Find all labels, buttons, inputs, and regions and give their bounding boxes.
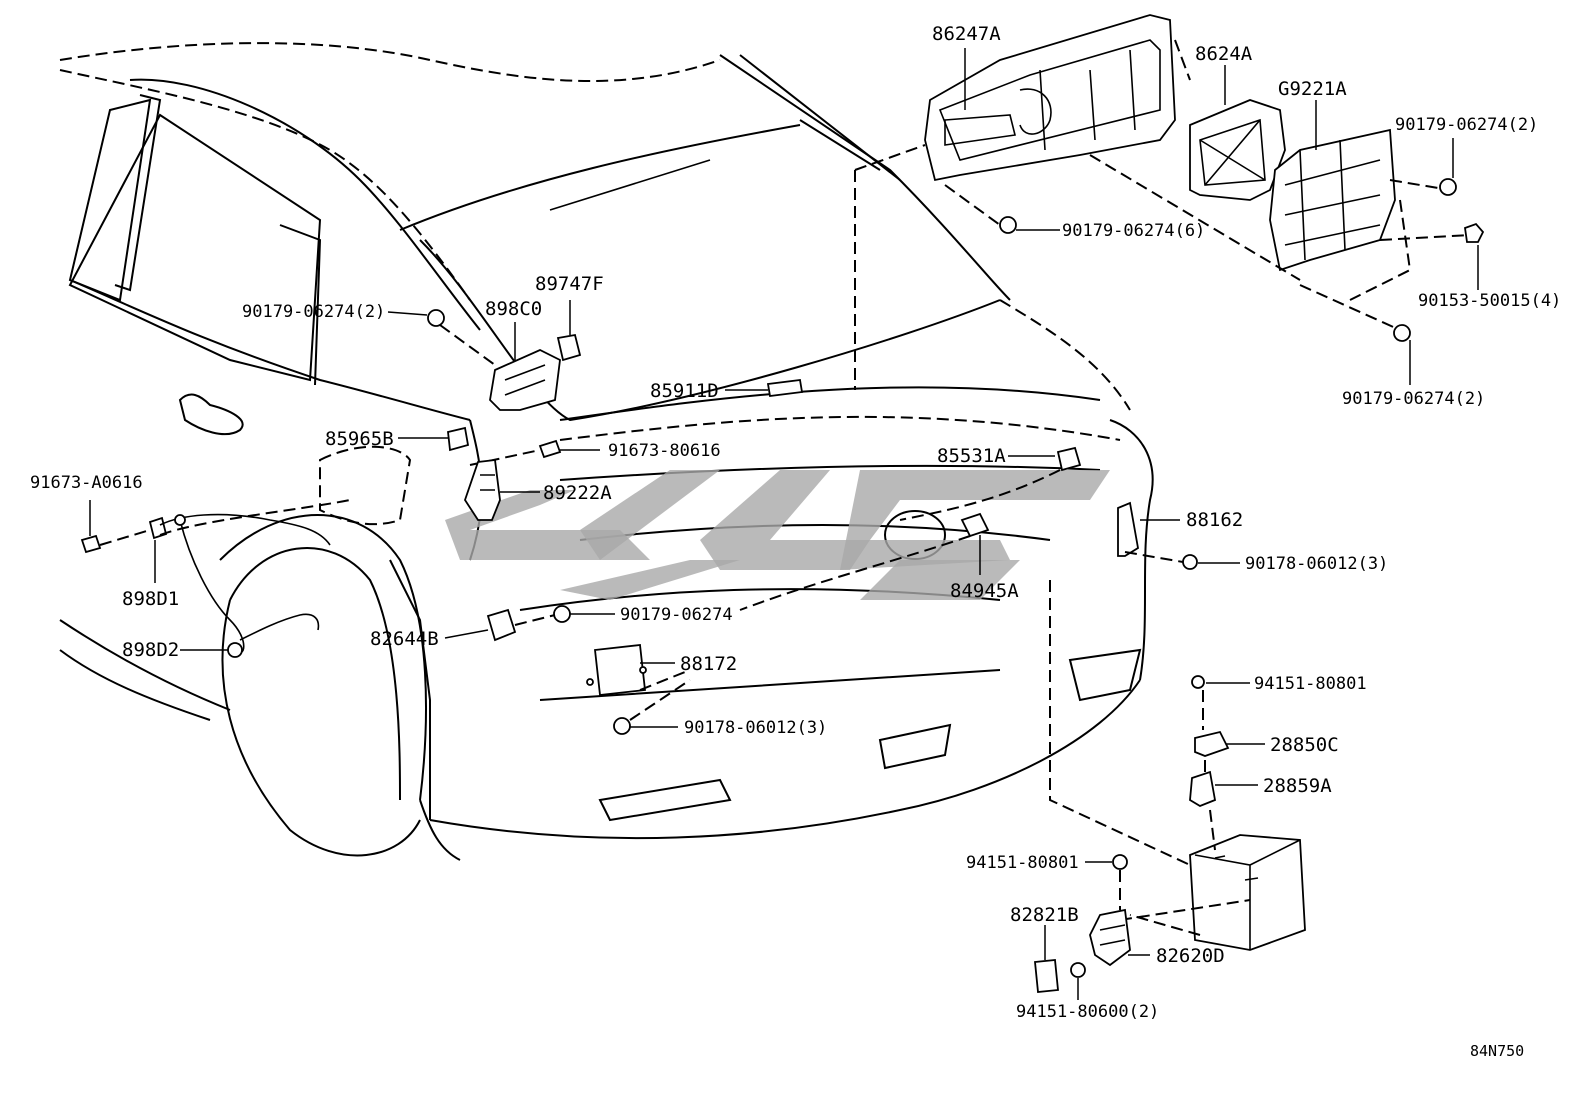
- callout-82620D: 82620D: [1156, 945, 1225, 967]
- callout-91673-A0616: 91673-A0616: [30, 473, 143, 493]
- callout-90179-06274-2-top: 90179-06274(2): [1395, 115, 1538, 135]
- nut-icon: [1070, 962, 1086, 978]
- callout-94151-80600-2: 94151-80600(2): [1016, 1002, 1159, 1022]
- bolt-icon: [538, 439, 562, 459]
- callout-898D1: 898D1: [122, 588, 179, 610]
- callout-82644B: 82644B: [370, 628, 439, 650]
- nut-icon: [999, 216, 1017, 234]
- ecu-bracket-assembly: [854, 14, 1471, 390]
- callout-90179-06274: 90179-06274: [620, 605, 733, 625]
- nut-icon: [1439, 178, 1457, 196]
- car-body-outline: [59, 42, 1154, 861]
- callout-28859A: 28859A: [1263, 775, 1332, 797]
- callout-82821B: 82821B: [1010, 904, 1079, 926]
- callout-84945A: 84945A: [950, 580, 1019, 602]
- nut-icon: [553, 605, 571, 623]
- callout-898C0: 898C0: [485, 298, 542, 320]
- callout-85531A: 85531A: [937, 445, 1006, 467]
- callout-94151-80801-lower: 94151-80801: [966, 853, 1079, 873]
- fasteners-top-right: [999, 178, 1485, 342]
- callout-90179-06274-2-right: 90179-06274(2): [1342, 389, 1485, 409]
- callout-86247A: 86247A: [932, 23, 1001, 45]
- callout-91673-80616: 91673-80616: [608, 441, 721, 461]
- bolt-icon: [1464, 222, 1485, 243]
- watermark-logo: [445, 470, 1110, 600]
- callout-G9221A: G9221A: [1278, 78, 1347, 100]
- nut-icon: [1393, 324, 1411, 342]
- diagram-code: 84N750: [1470, 1042, 1524, 1060]
- nut-icon: [427, 309, 445, 327]
- callout-94151-80801-upper: 94151-80801: [1254, 674, 1367, 694]
- callout-88162: 88162: [1186, 509, 1243, 531]
- callout-85965B: 85965B: [325, 428, 394, 450]
- callout-90178-06012-3-right: 90178-06012(3): [1245, 554, 1388, 574]
- callout-89222A: 89222A: [543, 482, 612, 504]
- callout-90179-06274-2-left: 90179-06274(2): [242, 302, 385, 322]
- nut-icon: [1182, 554, 1198, 570]
- callout-8624A: 8624A: [1195, 43, 1253, 65]
- callout-90178-06012-3-mid: 90178-06012(3): [684, 718, 827, 738]
- leader-lines: [89, 48, 1479, 1000]
- callout-28850C: 28850C: [1270, 734, 1339, 756]
- callout-89747F: 89747F: [535, 273, 604, 295]
- left-side-parts: [80, 309, 804, 735]
- callout-90179-06274-6: 90179-06274(6): [1062, 221, 1205, 241]
- nut-icon: [1112, 854, 1128, 870]
- nut-icon: [1191, 675, 1205, 689]
- nut-icon: [613, 717, 631, 735]
- bolt-icon: [80, 534, 102, 554]
- right-side-parts: [739, 446, 1306, 993]
- callout-88172: 88172: [680, 653, 737, 675]
- callout-85911D: 85911D: [650, 380, 719, 402]
- callout-898D2: 898D2: [122, 639, 179, 661]
- callout-labels: 86247A 8624A G9221A 90179-06274(2) 90179…: [30, 23, 1561, 1060]
- callout-90153-50015-4: 90153-50015(4): [1418, 291, 1561, 311]
